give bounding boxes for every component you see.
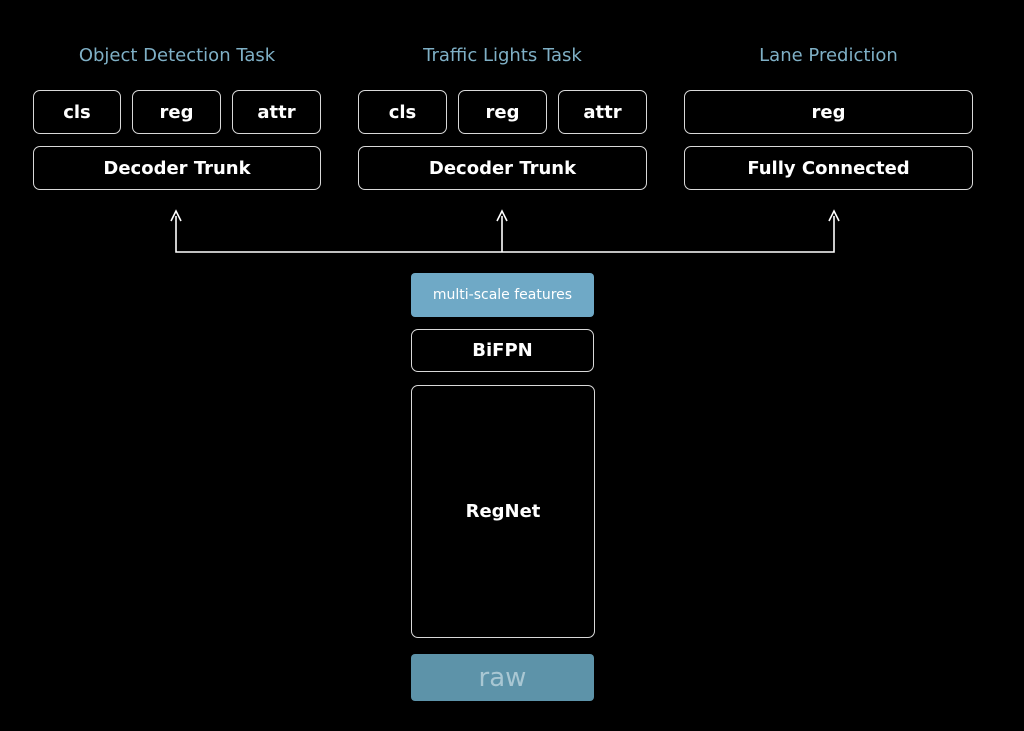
arrowhead-lane-prediction [828, 209, 840, 222]
regnet-box: RegNet [411, 385, 595, 638]
multi-scale-features-box: multi-scale features [411, 273, 594, 317]
bifpn-box: BiFPN [411, 329, 594, 372]
lane-prediction-reg-head: reg [684, 90, 973, 134]
object-detection-cls-head: cls [33, 90, 121, 134]
arrowhead-traffic-lights [496, 209, 508, 222]
object-detection-decoder-trunk: Decoder Trunk [33, 146, 321, 190]
lane-prediction-fully-connected: Fully Connected [684, 146, 973, 190]
object-detection-reg-head: reg [132, 90, 221, 134]
lane-prediction-task-title: Lane Prediction [759, 45, 898, 66]
arrowhead-object-detection [170, 209, 182, 222]
traffic-lights-attr-head: attr [558, 90, 647, 134]
traffic-lights-decoder-trunk: Decoder Trunk [358, 146, 647, 190]
object-detection-attr-head: attr [232, 90, 321, 134]
traffic-lights-reg-head: reg [458, 90, 547, 134]
raw-input-box: raw [411, 654, 594, 701]
traffic-lights-cls-head: cls [358, 90, 447, 134]
object-detection-task-title: Object Detection Task [78, 45, 276, 66]
traffic-lights-task-title: Traffic Lights Task [423, 45, 582, 66]
branch-line [175, 216, 835, 253]
